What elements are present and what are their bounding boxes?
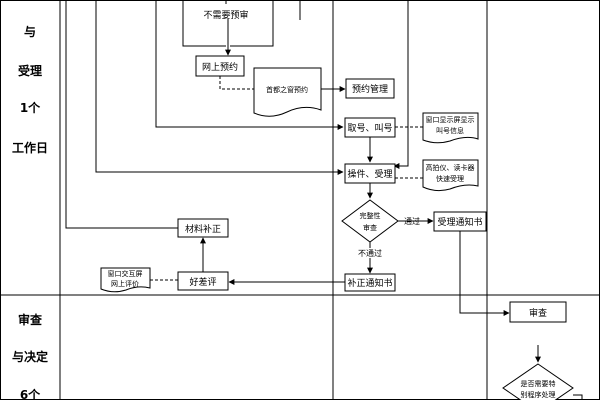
node-scanner: 高拍仪、读卡器 快速受理: [422, 159, 479, 192]
svg-text:网上评价: 网上评价: [111, 279, 139, 288]
svg-text:材料补正: 材料补正: [185, 223, 221, 235]
edge-notice-to-review: [459, 231, 510, 316]
node-correction-notice: 补正通知书: [344, 273, 396, 292]
svg-text:与: 与: [24, 25, 36, 39]
node-first-window-appointment: 首都之窗预约: [253, 67, 322, 117]
node-online-appointment: 网上预约: [195, 55, 245, 77]
node-appointment-mgmt: 预约管理: [345, 78, 395, 99]
svg-text:工作日: 工作日: [12, 140, 48, 155]
node-material-supplement: 材料补正: [177, 218, 229, 238]
edge-label-passed: 通过: [404, 216, 420, 226]
svg-text:预约管理: 预约管理: [352, 83, 388, 95]
edge-special-right: [573, 394, 583, 400]
svg-text:审查: 审查: [529, 307, 547, 319]
node-operate-accept: 操件、受理: [344, 163, 396, 184]
svg-text:高拍仪、读卡器: 高拍仪、读卡器: [426, 163, 475, 172]
feedback-lines: [65, 0, 409, 229]
svg-text:别程序处理: 别程序处理: [521, 390, 556, 399]
svg-text:取号、叫号: 取号、叫号: [347, 123, 392, 134]
svg-text:审查: 审查: [363, 223, 377, 232]
edge-label-not-passed: 不通过: [358, 248, 382, 258]
stage-label-accept: 与 受理 1个 工作日: [12, 25, 48, 155]
svg-text:首都之窗预约: 首都之窗预约: [266, 85, 308, 94]
edge-label-bg: [357, 248, 383, 258]
svg-text:与决定: 与决定: [12, 349, 48, 364]
svg-text:受理: 受理: [18, 63, 42, 78]
node-accept-notice: 受理通知书: [433, 211, 487, 232]
svg-text:完整性: 完整性: [360, 211, 381, 220]
svg-text:6个: 6个: [20, 387, 41, 400]
svg-text:好差评: 好差评: [189, 276, 216, 288]
svg-text:叫号信息: 叫号信息: [436, 126, 464, 135]
node-window-interact: 窗口交互屏 网上评价: [100, 267, 151, 293]
svg-text:窗口显示屏显示: 窗口显示屏显示: [426, 115, 475, 124]
stage-label-review: 审查 与决定 6个: [12, 312, 48, 400]
svg-text:是否需要特: 是否需要特: [521, 379, 556, 388]
node-window-display: 窗口显示屏显示 叫号信息: [422, 112, 479, 144]
node-no-appointment: 不需要预审: [203, 9, 248, 21]
top-connectors: [182, 0, 301, 56]
svg-text:审查: 审查: [18, 312, 43, 327]
svg-text:补正通知书: 补正通知书: [347, 277, 392, 289]
node-completeness-check: 完整性 审查: [341, 199, 399, 243]
dashed-link-appointment: [219, 76, 254, 90]
svg-text:操件、受理: 操件、受理: [347, 168, 392, 180]
node-ticket-call: 取号、叫号: [344, 117, 396, 138]
svg-text:受理通知书: 受理通知书: [437, 216, 482, 228]
node-rating: 好差评: [177, 271, 229, 291]
svg-text:1个: 1个: [20, 100, 41, 115]
svg-text:快速受理: 快速受理: [436, 174, 464, 183]
node-special-procedure: 是否需要特 别程序处理: [502, 363, 574, 400]
node-review: 审查: [509, 301, 567, 323]
svg-text:窗口交互屏: 窗口交互屏: [108, 269, 143, 278]
svg-text:网上预约: 网上预约: [202, 61, 238, 73]
